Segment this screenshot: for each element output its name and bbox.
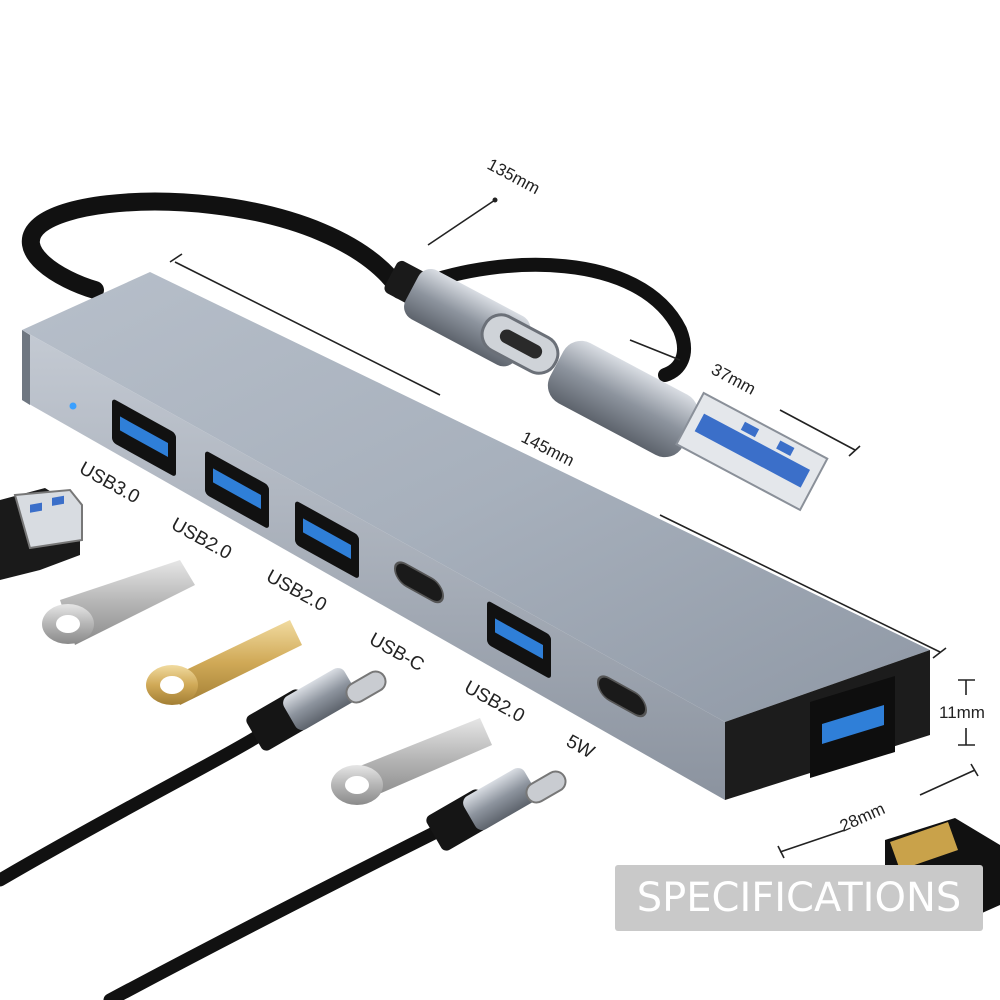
power-led (69, 402, 77, 410)
specifications-text: SPECIFICATIONS (636, 875, 962, 921)
usb3-port-1 (112, 399, 176, 476)
port-label-usb-c: USB-C (366, 629, 428, 676)
usb-c-plug (384, 260, 560, 375)
port-label-usb2-3: USB2.0 (461, 677, 528, 727)
usb2-port-3 (487, 601, 551, 678)
flash-drive-silver-1 (42, 560, 195, 645)
specifications-badge: SPECIFICATIONS (615, 865, 983, 931)
flash-drive-gold (146, 620, 302, 705)
dim-label-37mm: 37mm (708, 360, 759, 399)
usb-c-port-1 (394, 561, 444, 604)
usb-c-cable-1 (0, 667, 387, 887)
port-label-usb2-1: USB2.0 (168, 514, 235, 564)
port-label-usb2-2: USB2.0 (263, 566, 330, 616)
dim-label-135mm: 135mm (484, 155, 543, 198)
dim-label-11mm: 11mm (939, 703, 985, 722)
usb3-end-port (810, 676, 895, 778)
usb-a-plug (547, 340, 829, 512)
usb-a-plug-left (0, 488, 83, 580)
port-label-5w: 5W (563, 731, 598, 763)
usb-c-cable-2 (103, 767, 567, 1000)
flash-drive-silver-2 (331, 718, 492, 805)
usb2-port-2 (295, 501, 359, 578)
port-label-usb3: USB3.0 (76, 458, 143, 508)
usb2-port-1 (205, 451, 269, 528)
dim-label-28mm: 28mm (837, 799, 888, 836)
usb-c-port-2 (597, 675, 647, 718)
dimension-lines (169, 197, 979, 859)
hub-cable (22, 192, 691, 382)
hub-ports (112, 399, 895, 778)
